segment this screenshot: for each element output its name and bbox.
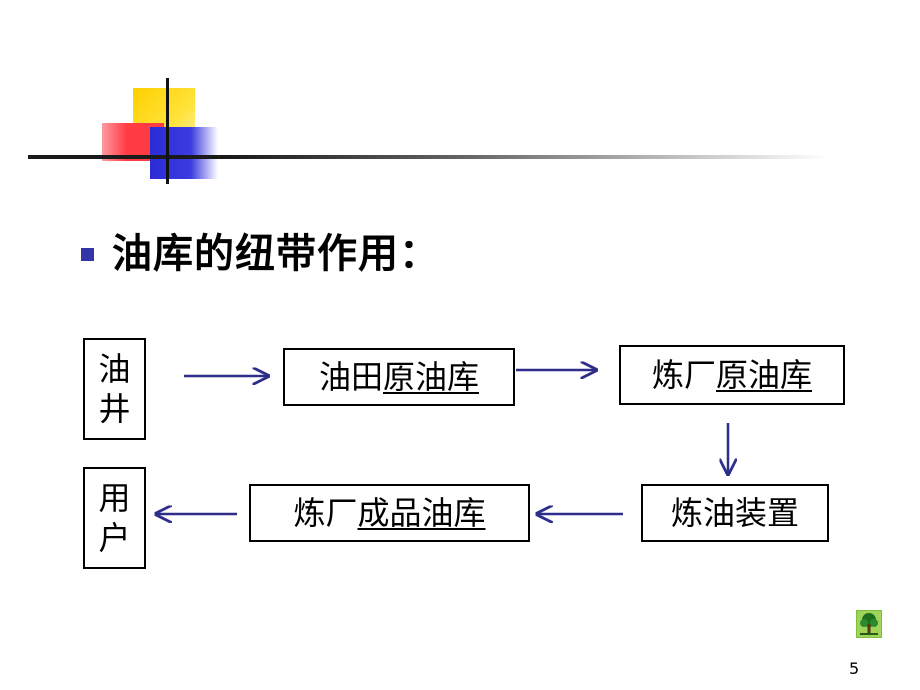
box-user: 用 户: [83, 467, 146, 569]
box-refinery-crude-underlined: 原油库: [716, 356, 813, 394]
box-refinery-crude-depot: 炼厂原油库: [619, 345, 845, 405]
box-refinery-product-prefix: 炼厂: [293, 494, 358, 532]
page-number: 5: [849, 659, 860, 678]
box-refining-unit-label: 炼油装置: [670, 494, 799, 532]
title-bullet: [81, 248, 94, 261]
header-vertical-rule: [166, 78, 169, 184]
header-rule: [28, 155, 828, 159]
box-refining-unit: 炼油装置: [641, 484, 829, 542]
tree-icon: [856, 610, 882, 638]
box-user-char-1: 用: [98, 479, 131, 517]
box-oilfield-underlined: 原油库: [383, 358, 480, 396]
box-oilfield-crude-depot: 油田原油库: [283, 348, 515, 406]
decor-blue-square: [150, 127, 218, 179]
box-oil-well-char-1: 油: [98, 350, 131, 388]
box-refinery-crude-prefix: 炼厂: [651, 356, 716, 394]
box-oilfield-prefix: 油田: [318, 358, 383, 396]
slide-title: 油库的纽带作用：: [112, 231, 440, 277]
box-oil-well-char-2: 井: [98, 390, 131, 428]
box-oil-well: 油 井: [83, 338, 146, 440]
box-refinery-product-underlined: 成品油库: [357, 494, 486, 532]
box-refinery-product-depot: 炼厂成品油库: [249, 484, 530, 542]
box-user-char-2: 户: [98, 519, 131, 557]
